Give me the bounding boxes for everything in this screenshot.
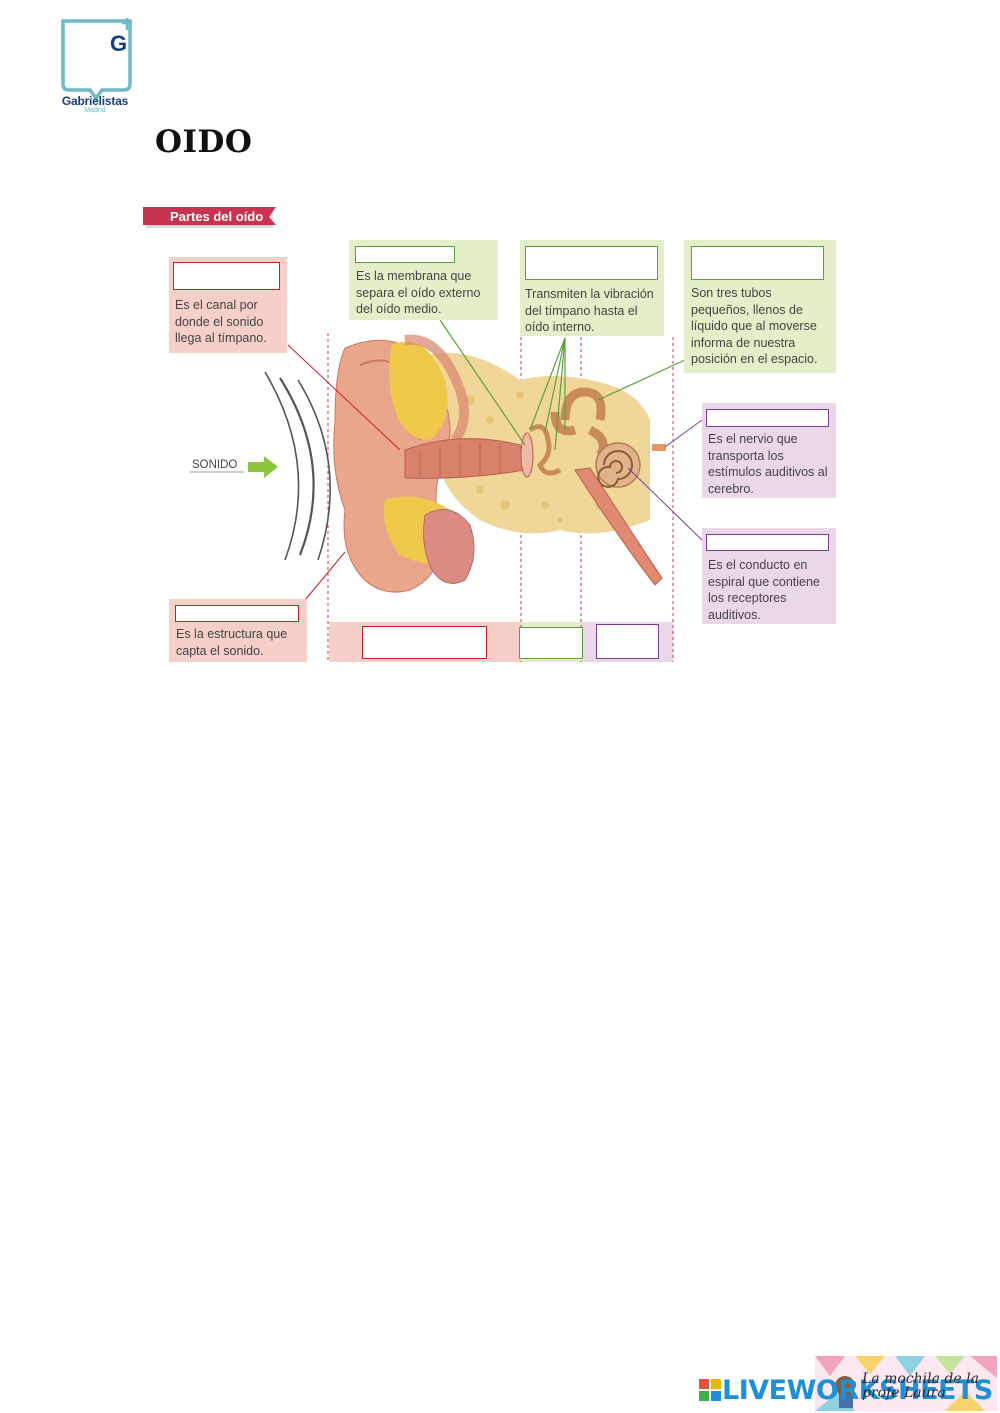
liveworksheets-brand: LIVEWORKSHEETS [722,1375,993,1406]
middle-ear-answer-field[interactable] [519,627,583,659]
inner-ear-answer-field[interactable] [596,624,659,659]
caracol-description: Es el conducto en espiral que contiene l… [708,558,820,622]
logo-city: Madrid [84,107,106,114]
caracol-answer-field[interactable] [706,534,829,551]
logo-letter: G [110,31,127,56]
huesecillos-answer-field[interactable] [525,246,658,280]
membrana-answer-field[interactable] [355,246,455,263]
pabellon-description-box: Es la estructura que capta el sonido. [169,599,307,662]
membrana-description-box: Es la membrana que separa el oído extern… [349,240,498,320]
ear-diagram [190,319,703,662]
page-title: OIDO [155,124,253,160]
huesecillos-description-box: Transmiten la vibración del tímpano hast… [520,240,664,336]
nervio-answer-field[interactable] [706,409,829,427]
gabrielistas-logo-icon: G [61,18,132,101]
section-header-label: Partes del oído [170,209,264,224]
canales-answer-field[interactable] [691,246,824,280]
logo-name: Gabrielistas [61,94,129,108]
outer-ear-answer-field[interactable] [362,626,487,659]
nervio-description-box: Es el nervio que transporta los estímulo… [702,403,836,498]
canal-description-box: Es el canal por donde el sonido llega al… [169,257,287,353]
membrana-description: Es la membrana que separa el oído extern… [356,269,481,316]
nervio-description: Es el nervio que transporta los estímulo… [708,432,828,496]
sound-wave-2 [279,377,315,556]
caracol-description-box: Es el conducto en espiral que contiene l… [702,528,836,624]
mochila-badge-icon [815,1356,997,1411]
pabellon-description: Es la estructura que capta el sonido. [176,627,288,658]
sound-label: SONIDO [192,459,238,471]
pabellon-answer-field[interactable] [175,605,299,622]
huesecillos-description: Transmiten la vibración del tímpano hast… [525,287,654,334]
canal-answer-field[interactable] [173,262,280,290]
canales-description-box: Son tres tubos pequeños, llenos de líqui… [684,240,836,373]
section-header-ribbon [143,207,276,228]
live-logo-icon [699,1379,721,1401]
sound-wave-1 [264,371,300,561]
mochila-badge-text: La mochila de la profe Laura [862,1371,979,1401]
canal-description: Es el canal por donde el sonido llega al… [175,298,267,345]
canales-description: Son tres tubos pequeños, llenos de líqui… [691,286,818,366]
sound-wave-3 [297,379,331,561]
